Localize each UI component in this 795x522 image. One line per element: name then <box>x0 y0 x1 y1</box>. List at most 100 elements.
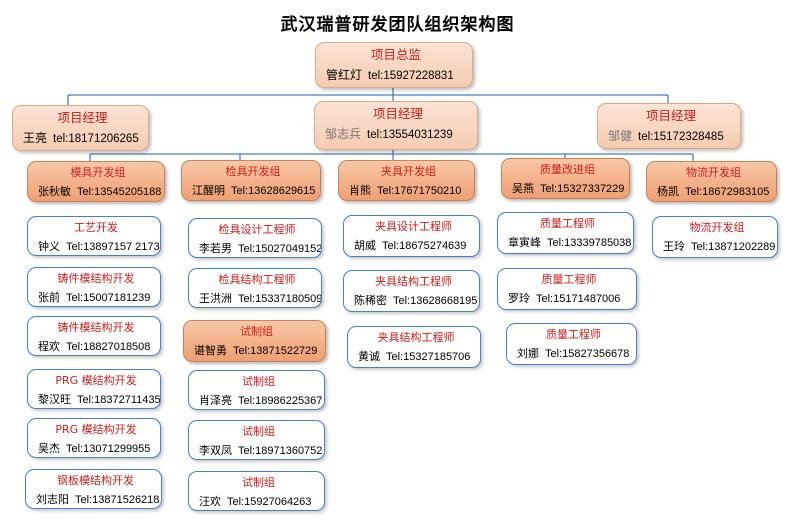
group-role: 夹具开发组 <box>381 165 436 178</box>
member-name: 李双凤 <box>199 444 232 457</box>
member-box: 质量工程师 章寅峰 Tel:13339785038 <box>497 212 634 254</box>
member-tel: Tel:15327185706 <box>386 351 471 363</box>
member-role: 检具结构工程师 <box>218 273 296 286</box>
member-name: 胡威 <box>354 239 376 252</box>
member-role: 质量工程师 <box>540 217 595 230</box>
member-name: 吴杰 <box>38 442 60 455</box>
manager-role: 项目经理 <box>645 108 696 123</box>
member-name: 章寅峰 <box>508 236 541 249</box>
member-box: 铸件模结构开发 程欢 Tel:18827018508 <box>27 316 161 356</box>
director-name: 管红灯 <box>326 68 363 82</box>
group-leader-tel: Tel:18672983105 <box>685 186 770 198</box>
member-tel: Tel:15171487006 <box>536 293 621 305</box>
manager-box-left: 项目经理 王亮 tel:18171206265 <box>12 105 149 151</box>
member-tel: Tel:18827018508 <box>66 341 151 353</box>
member-name: 钟义 <box>38 240 60 253</box>
member-role: 铸件模结构开发 <box>57 272 135 285</box>
member-box: 夹具设计工程师 胡威 Tel:18675274639 <box>343 215 480 257</box>
member-tel: Tel:18675274639 <box>382 240 467 252</box>
group-leader-tel: Tel:13545205188 <box>77 186 162 198</box>
manager-name: 王亮 <box>23 131 48 145</box>
member-role: PRG 模结构开发 <box>55 374 137 387</box>
member-role: 物流开发组 <box>689 221 745 234</box>
member-name: 黄诚 <box>358 350 380 363</box>
member-box: 铸件模结构开发 张前 Tel:15007181239 <box>27 267 161 307</box>
member-role: PRG 模结构开发 <box>55 423 137 436</box>
manager-role: 项目经理 <box>372 106 423 121</box>
member-role: 夹具结构工程师 <box>375 275 452 288</box>
group-leader-tel: Tel:17671750210 <box>377 185 462 197</box>
group-leader-tel: Tel:15327337229 <box>540 183 625 195</box>
manager-tel: tel:13554031239 <box>367 129 453 141</box>
member-role: 质量工程师 <box>546 328 601 341</box>
subgroup-role: 试制组 <box>240 325 273 338</box>
group-role: 质量改进组 <box>540 163 595 176</box>
manager-name: 邹健 <box>608 129 633 143</box>
member-tel: Tel:13871202289 <box>691 241 776 253</box>
member-role: 夹具结构工程师 <box>377 331 455 344</box>
member-name: 刘志阳 <box>36 493 69 506</box>
member-tel: Tel:18971360752 <box>238 445 323 457</box>
group-leader-tel: Tel:13628629615 <box>231 185 316 197</box>
manager-role: 项目经理 <box>57 110 108 125</box>
director-role: 项目总监 <box>370 47 421 62</box>
group-box-mold: 模具开发组 张秋敏 Tel:13545205188 <box>27 161 165 202</box>
member-role: 质量工程师 <box>541 273 597 286</box>
subgroup-leader-tel: Tel:13871522729 <box>233 345 318 357</box>
member-name: 李若男 <box>199 242 232 255</box>
member-name: 汪欢 <box>199 495 221 508</box>
manager-tel: tel:15172328485 <box>638 131 724 143</box>
group-box-logistics: 物流开发组 杨凯 Tel:18672983105 <box>646 161 777 202</box>
group-leader-name: 吴燕 <box>512 182 534 195</box>
member-tel: Tel:13897157 2173 <box>66 241 160 253</box>
member-name: 肖泽亮 <box>199 394 232 407</box>
chart-title: 武汉瑞普研发团队组织架构图 <box>280 15 515 35</box>
member-box: 物流开发组 王玲 Tel:13871202289 <box>652 216 778 258</box>
member-box: 质量工程师 刘娜 Tel:15827356678 <box>506 323 637 365</box>
group-leader-name: 肖熊 <box>349 184 371 197</box>
member-role: 工艺开发 <box>74 221 118 234</box>
member-box: 夹具结构工程师 黄诚 Tel:15327185706 <box>347 326 481 368</box>
member-name: 刘娜 <box>517 347 539 360</box>
group-leader-name: 江醒明 <box>192 184 225 197</box>
manager-box-center: 项目经理 邹志兵 tel:13554031239 <box>314 101 478 150</box>
group-leader-name: 张秋敏 <box>38 185 71 198</box>
member-tel: Tel:15007181239 <box>66 292 151 304</box>
group-role: 物流开发组 <box>686 166 741 179</box>
group-leader-name: 杨凯 <box>657 185 679 198</box>
member-name: 王玲 <box>663 240 685 253</box>
member-box: 质量工程师 罗玲 Tel:15171487006 <box>497 268 637 310</box>
member-role: 试制组 <box>242 375 275 388</box>
member-name: 程欢 <box>38 340 60 353</box>
member-tel: Tel:15927064263 <box>227 496 312 508</box>
member-name: 黎汉旺 <box>38 393 71 406</box>
manager-name: 邹志兵 <box>325 127 362 141</box>
group-box-quality: 质量改进组 吴燕 Tel:15327337229 <box>501 158 630 199</box>
member-name: 罗玲 <box>508 292 530 305</box>
member-tel: Tel:13339785038 <box>547 237 632 249</box>
member-box: 工艺开发 钟义 Tel:13897157 2173 <box>27 216 161 256</box>
member-tel: Tel:15027049152 <box>238 243 322 255</box>
subgroup-leader-name: 谌智勇 <box>194 344 227 357</box>
member-role: 夹具设计工程师 <box>375 220 452 233</box>
member-role: 铸件模结构开发 <box>57 321 135 334</box>
member-tel: Tel:15827356678 <box>545 348 630 360</box>
member-role: 试制组 <box>242 425 275 438</box>
manager-tel: tel:18171206265 <box>53 133 139 145</box>
group-box-fixture: 夹具开发组 肖熊 Tel:17671750210 <box>338 160 475 201</box>
member-name: 张前 <box>38 291 60 304</box>
member-tel: Tel:13871526218 <box>75 494 160 506</box>
member-box: 试制组 李双凤 Tel:18971360752 <box>188 420 325 460</box>
manager-box-right: 项目经理 邹健 tel:15172328485 <box>597 103 741 149</box>
group-role: 模具开发组 <box>70 166 126 179</box>
member-name: 陈稀密 <box>354 294 387 307</box>
